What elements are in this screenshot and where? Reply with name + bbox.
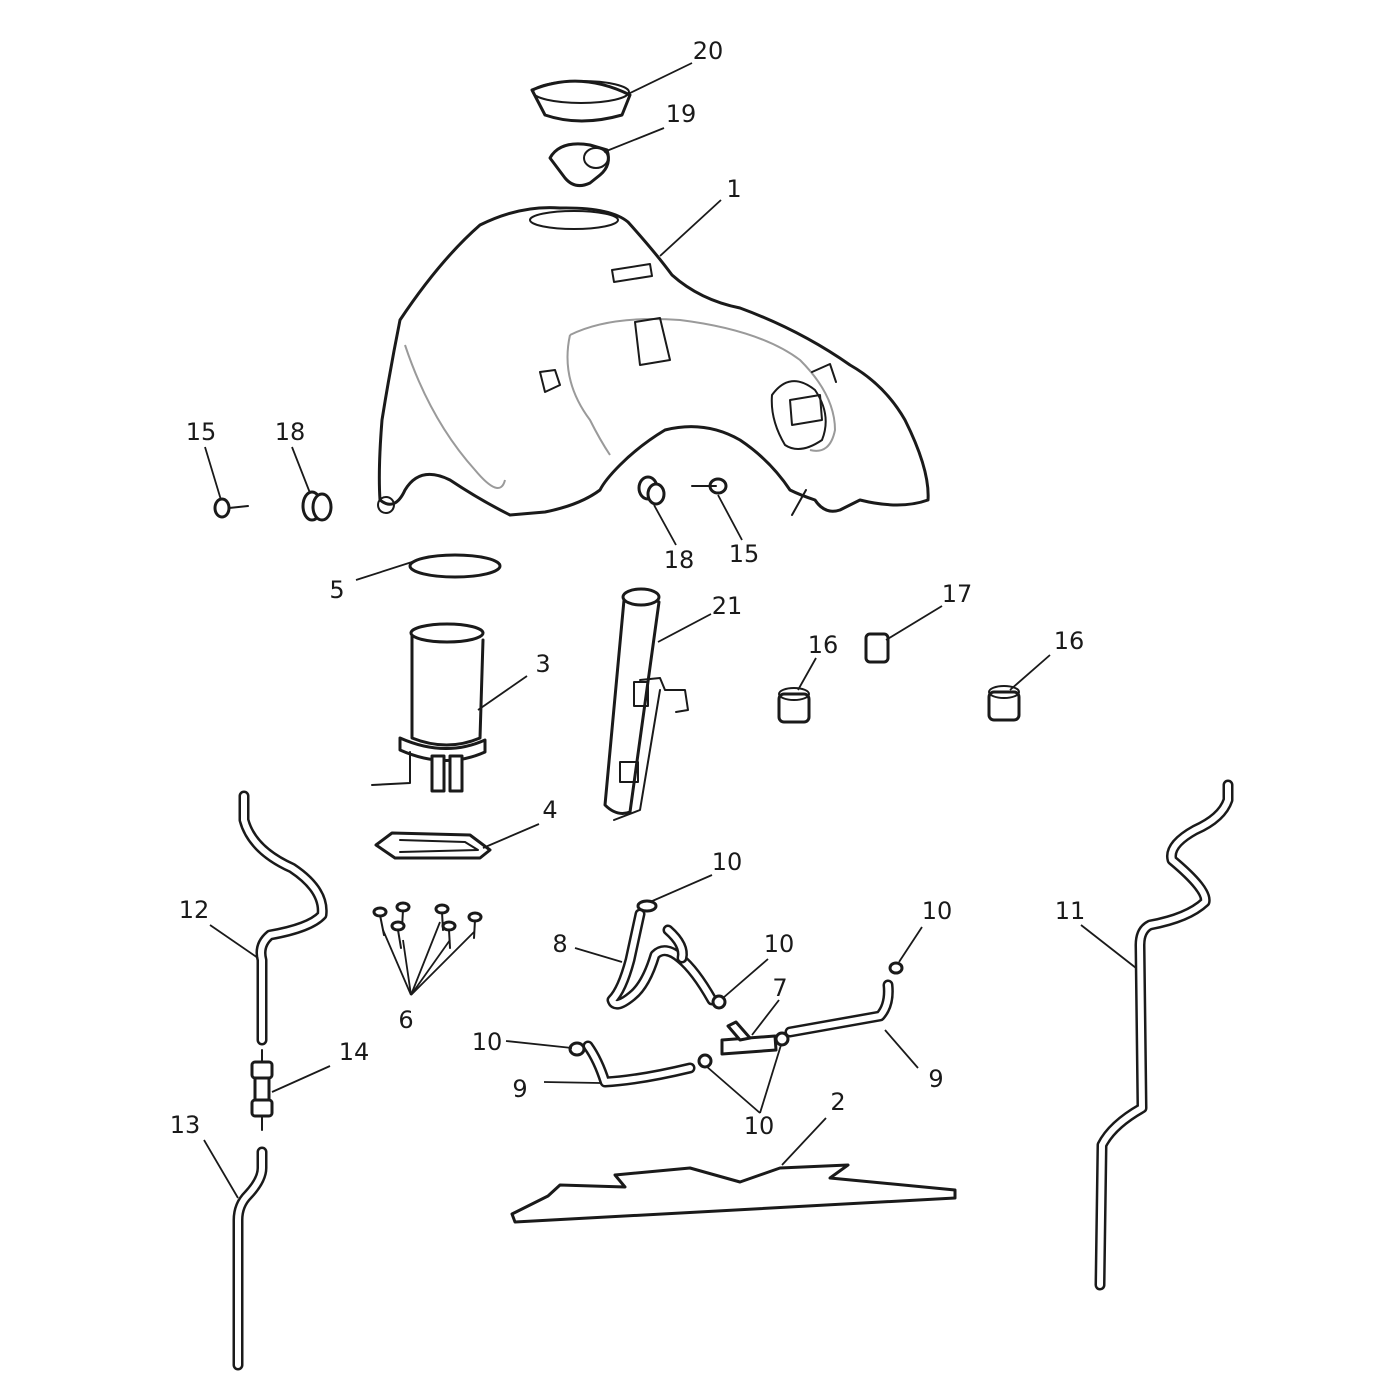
part-16-damper-right: [987, 685, 1021, 722]
callout-20: 20: [693, 37, 724, 65]
part-11-pipe: [1094, 779, 1234, 1291]
part-3-fuel-pump: [371, 622, 487, 793]
part-9-hose-left: [582, 1040, 696, 1088]
part-20-filler-ring: [530, 79, 632, 123]
part-10-clips: [568, 899, 904, 1069]
part-7-tee-connector: [720, 1020, 778, 1056]
callout-1: 1: [726, 175, 741, 203]
callout-5: 5: [329, 576, 344, 604]
callout-10-bottom: 10: [744, 1112, 775, 1140]
callout-7: 7: [772, 974, 787, 1002]
part-4-pump-gasket: [374, 831, 492, 860]
callout-10-left: 10: [472, 1028, 503, 1056]
part-16-damper-left: [777, 687, 811, 724]
callout-8: 8: [552, 930, 567, 958]
part-15-screw-right: [691, 477, 728, 495]
callout-3: 3: [535, 650, 550, 678]
callout-13: 13: [170, 1111, 201, 1139]
part-8-hose: [606, 908, 718, 1010]
part-6-bolts: [372, 901, 483, 949]
part-15-screw-left: [213, 497, 249, 519]
callout-12: 12: [179, 896, 210, 924]
callout-18-left: 18: [275, 418, 306, 446]
callout-9-left: 9: [512, 1075, 527, 1103]
callout-16-left: 16: [808, 631, 839, 659]
part-18-grommet-left: [301, 490, 333, 522]
callout-16-right: 16: [1054, 627, 1085, 655]
callout-labels: 20 19 1 15 18 18 15 5 21 17 16 16 3 4 10…: [170, 37, 1086, 1140]
part-9-hose-right: [784, 979, 894, 1038]
part-13-pipe: [232, 1146, 268, 1371]
callout-10-right: 10: [922, 897, 953, 925]
part-18-grommet-right: [637, 475, 666, 506]
part-17-damper: [864, 632, 890, 664]
callout-14: 14: [339, 1038, 370, 1066]
callout-18-right: 18: [664, 546, 695, 574]
callout-19: 19: [666, 100, 697, 128]
part-5-seal-ring: [408, 553, 502, 579]
part-1-fuel-tank: [377, 206, 930, 517]
leader-lines: [203, 62, 1137, 1199]
part-14-inline-filter: [250, 1049, 274, 1131]
callout-15-right: 15: [729, 540, 760, 568]
callout-10-top: 10: [712, 848, 743, 876]
callout-6: 6: [398, 1006, 413, 1034]
callout-9-right: 9: [928, 1065, 943, 1093]
part-12-pipe: [238, 790, 328, 1046]
callout-2: 2: [830, 1088, 845, 1116]
callout-17: 17: [942, 580, 973, 608]
part-2-heat-shield: [510, 1163, 957, 1224]
callout-21: 21: [712, 592, 743, 620]
callout-4: 4: [542, 796, 557, 824]
part-19-filler-seal: [548, 142, 610, 188]
callout-11: 11: [1055, 897, 1086, 925]
callout-10-mid: 10: [764, 930, 795, 958]
callout-15-left: 15: [186, 418, 217, 446]
part-21-fuel-sender: [603, 587, 689, 821]
